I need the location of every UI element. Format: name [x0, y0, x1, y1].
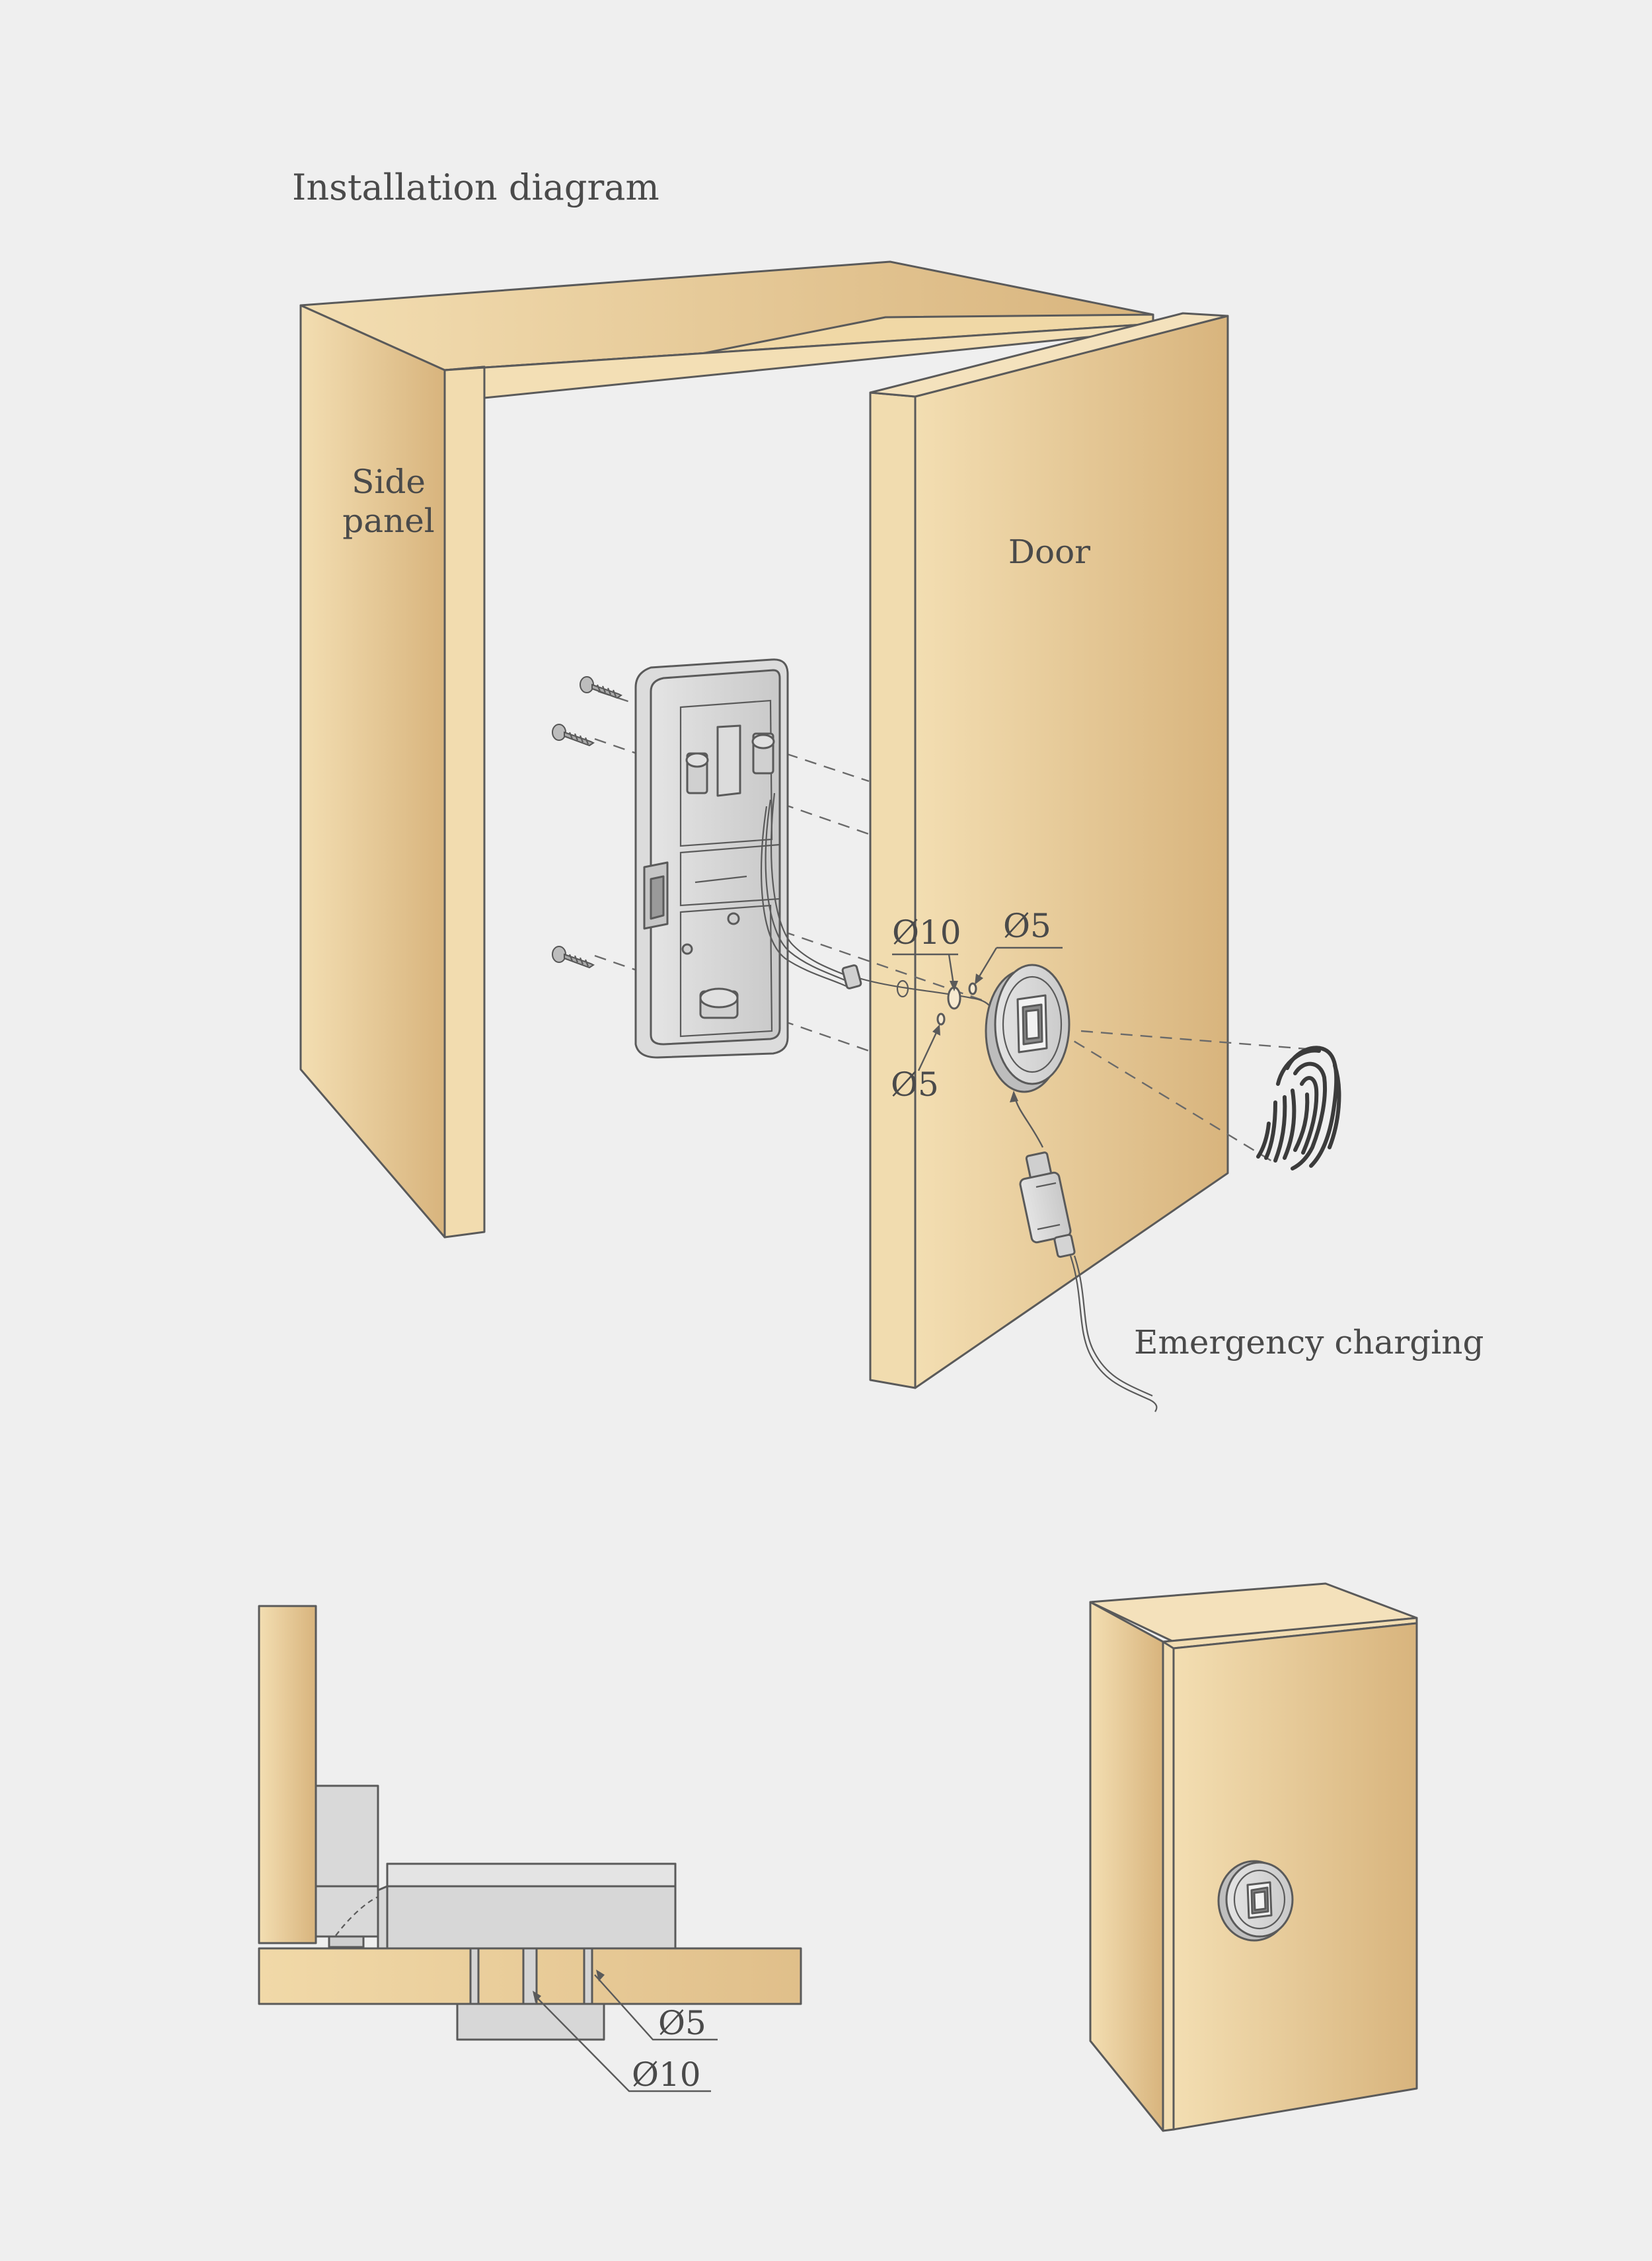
fingerprint-reader-icon: [985, 964, 1070, 1093]
lock-body-icon: [634, 658, 789, 1059]
door: [869, 312, 1229, 1389]
section-dim-10: Ø10: [632, 2055, 701, 2094]
section-dim-5: Ø5: [658, 2004, 706, 2042]
fingerprint-icon: [1256, 1046, 1341, 1170]
cabinet-view: [1089, 1582, 1418, 2132]
section-view: [258, 1605, 802, 2092]
usb-charger-icon: [1019, 1151, 1158, 1412]
side-panel-label-2: panel: [342, 502, 435, 540]
dim-hole-10: Ø10: [892, 913, 961, 952]
cabinet-frame: [299, 260, 1154, 1239]
dim-hole-5-bottom: Ø5: [891, 1065, 939, 1104]
screw-icon: [580, 676, 622, 699]
emergency-charging-label: Emergency charging: [1134, 1323, 1483, 1361]
screw-icon: [552, 724, 595, 747]
screw-icon: [552, 946, 595, 969]
page-title: Installation diagram: [292, 167, 659, 208]
door-label: Door: [1008, 533, 1090, 571]
dim-hole-5-top: Ø5: [1003, 907, 1051, 945]
side-panel-label: Side: [352, 463, 426, 501]
charge-arrow: [1010, 1091, 1044, 1148]
dimension-callouts: Ø10 Ø5 Ø5: [891, 907, 1063, 1104]
